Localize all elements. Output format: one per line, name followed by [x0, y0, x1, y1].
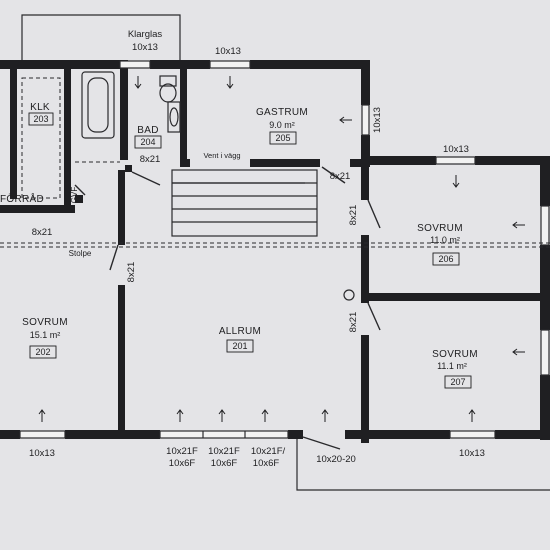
glazed-area-outline: [21, 14, 181, 60]
room-number-box-bad: [134, 135, 162, 149]
door-label-8x21-e: 8x21: [126, 262, 137, 283]
room-name-gastrum: GASTRUM: [256, 107, 308, 118]
room-number-bad: 204: [140, 137, 155, 147]
room-name-allrum: ALLRUM: [219, 326, 261, 337]
bottom-left-window-label: 10x13: [29, 448, 55, 459]
door-label-2: 10x21F: [208, 446, 240, 457]
window-arrows: [38, 76, 525, 422]
walls: [0, 60, 550, 443]
bottom-right-window-label: 10x13: [459, 448, 485, 459]
room-name-sovrum-207: SOVRUM: [432, 349, 478, 360]
room-number-allrum: 201: [232, 341, 247, 351]
room-number-sovrum-202: 202: [35, 347, 50, 357]
klarglas-size: 10x13: [132, 42, 158, 53]
vent-label: Vent i vägg: [203, 151, 240, 160]
room-number-box-201: [226, 339, 254, 353]
room-number-box-202: [29, 345, 57, 359]
bathtub: [81, 71, 115, 139]
room-number-sovrum-207: 207: [450, 377, 465, 387]
sink: [167, 101, 181, 133]
room-area-sovrum-202: 15.1 m²: [30, 330, 61, 340]
room-area-sovrum-206: 11.0 m²: [430, 235, 460, 245]
top-window-label: 10x13: [215, 46, 241, 57]
staircase: [171, 169, 318, 237]
door-label-3b: 10x6F: [253, 458, 280, 469]
windows: [19, 60, 550, 439]
gastrum-window-label: 10x13: [372, 107, 383, 133]
door-label-8x21-c: 8x21: [348, 205, 359, 226]
door-label-8x21-b: 8x21: [330, 171, 351, 182]
room-number-gastrum: 205: [275, 133, 290, 143]
door-label-3: 10x21F/: [251, 446, 286, 457]
door-label-2b: 10x6F: [211, 458, 238, 469]
sovrum206-window-label: 10x13: [443, 144, 469, 155]
entry-door-label: 10x20-20: [316, 454, 356, 465]
room-area-gastrum: 9.0 m²: [269, 120, 295, 130]
room-name-bad: BAD: [137, 125, 158, 136]
door-label-8x21-d: 8x21: [348, 312, 359, 333]
room-area-sovrum-207: 11.1 m²: [437, 361, 467, 371]
room-name-klk: KLK: [30, 102, 50, 113]
room-number-box-klk: [28, 112, 54, 126]
door-label-1b: 10x6F: [169, 458, 196, 469]
klk-cabinet: [21, 77, 61, 199]
room-number-sovrum-206: 206: [438, 254, 453, 264]
room-number-box-gastrum: [269, 131, 297, 145]
door-label-8x21-a: 8x21: [32, 227, 53, 238]
gvf-label: GVF: [70, 187, 79, 204]
bad-door-size: 8x21: [140, 154, 161, 165]
door-label-1: 10x21F: [166, 446, 198, 457]
room-name-forrad: FÖRRÅD: [0, 192, 44, 205]
room-name-sovrum-206: SOVRUM: [417, 223, 463, 234]
column-marker: [343, 289, 355, 301]
room-number-box-206: [432, 252, 460, 266]
room-name-sovrum-202: SOVRUM: [22, 317, 68, 328]
room-number-klk: 203: [33, 114, 48, 124]
room-number-box-207: [444, 375, 472, 389]
stolpe-label: Stolpe: [69, 249, 92, 258]
klarglas-label: Klarglas: [128, 29, 163, 40]
door-swings: [74, 166, 550, 491]
